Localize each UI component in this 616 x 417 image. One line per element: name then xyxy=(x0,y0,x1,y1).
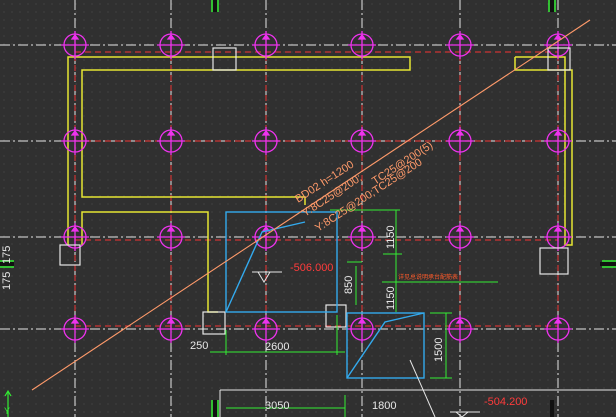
column-tick xyxy=(455,317,465,324)
dim-left-175b: 175 xyxy=(1,246,13,264)
column-tick xyxy=(166,33,176,40)
column-tick xyxy=(357,129,367,136)
grid-axes-vertical xyxy=(74,0,559,417)
small-note: 详见总说明承台配筋表 xyxy=(398,273,458,281)
dim-3050: 3050 xyxy=(265,400,289,412)
dim-250: 250 xyxy=(190,340,208,352)
dim-850: 850 xyxy=(343,276,355,294)
column-tick xyxy=(261,33,271,40)
elevation-markers xyxy=(252,271,480,417)
pile-cap-boxes xyxy=(59,47,571,335)
column-tick xyxy=(166,225,176,232)
column-tick xyxy=(166,129,176,136)
section-diagonal xyxy=(31,19,591,391)
dimension-lines-white xyxy=(219,359,616,417)
ucs-icon xyxy=(4,389,12,417)
column-tick xyxy=(261,129,271,136)
column-tick xyxy=(357,225,367,232)
column-tick xyxy=(553,129,563,136)
column-markers xyxy=(61,31,572,343)
column-tick xyxy=(357,33,367,40)
dimension-lines-green xyxy=(210,209,498,417)
dim-left-175a: 175 xyxy=(1,272,13,290)
column-tick xyxy=(553,317,563,324)
column-tick xyxy=(357,317,367,324)
dim-1150-mid: 1150 xyxy=(385,286,397,310)
column-tick xyxy=(553,225,563,232)
column-tick xyxy=(261,317,271,324)
column-tick xyxy=(70,225,80,232)
dim-1500: 1500 xyxy=(433,338,445,362)
column-tick xyxy=(70,33,80,40)
beam-lines-red xyxy=(74,45,559,330)
elevation-text-2: -504.200 xyxy=(484,396,527,408)
column-tick xyxy=(455,225,465,232)
column-tick xyxy=(70,317,80,324)
dim-1150-top: 1150 xyxy=(385,225,397,249)
column-tick xyxy=(166,317,176,324)
column-tick xyxy=(455,33,465,40)
dim-2600: 2600 xyxy=(265,341,289,353)
ucs-y-label: Y xyxy=(4,406,10,416)
column-tick xyxy=(455,129,465,136)
elevation-text-1: -506.000 xyxy=(290,262,333,274)
dim-1800: 1800 xyxy=(372,400,396,412)
column-tick xyxy=(553,33,563,40)
column-tick xyxy=(70,129,80,136)
